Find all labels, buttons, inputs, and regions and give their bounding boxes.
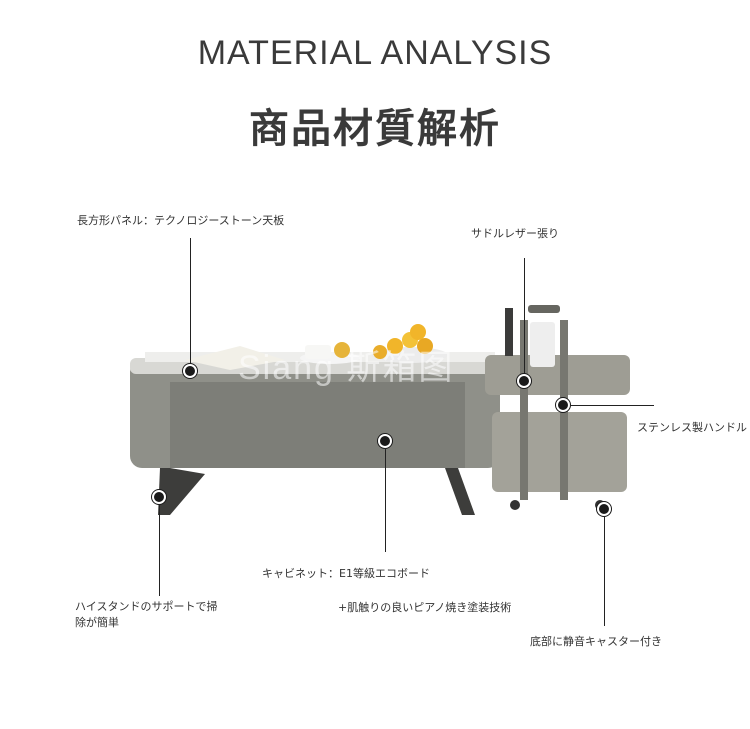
callout-top-panel-line: [190, 238, 191, 366]
right-leg: [445, 468, 475, 515]
title-english: MATERIAL ANALYSIS: [197, 34, 553, 72]
callout-saddle-leather-dot: [517, 374, 531, 388]
callout-casters-line: [604, 516, 605, 626]
callout-high-stand-dot: [152, 490, 166, 504]
callout-high-stand-line: [159, 504, 160, 596]
callout-cabinet-line: [385, 448, 386, 552]
callout-stainless-handle-dot: [556, 398, 570, 412]
watermark: Siang 斯箱图: [238, 349, 455, 387]
cart-handle: [528, 305, 560, 313]
callout-stainless-handle-label: ステンレス製ハンドル: [637, 421, 747, 434]
callout-casters-label: 底部に静音キャスター付き: [530, 635, 662, 648]
cup: [305, 345, 331, 359]
title-japanese: 商品材質解析: [249, 106, 501, 152]
callout-top-panel-dot: [183, 364, 197, 378]
cart-tray-top: [485, 355, 630, 395]
callout-high-stand-label-line2: 除が簡単: [75, 616, 119, 629]
callout-cabinet-label: キャビネット：E1等級エコボード: [262, 567, 430, 580]
callout-cabinet-dot: [378, 434, 392, 448]
callout-top-panel-label: 長方形パネル：テクノロジーストーン天板: [77, 214, 285, 227]
left-leg: [158, 468, 205, 515]
callout-piano-finish-label: +肌触りの良いピアノ焼き塗装技術: [338, 601, 512, 614]
drawer-front: [170, 382, 465, 468]
book: [185, 346, 285, 370]
callout-saddle-leather-line: [524, 258, 525, 375]
cart-tray-bottom: [492, 412, 627, 492]
callout-stainless-handle-line: [570, 405, 654, 406]
callout-casters-dot: [597, 502, 611, 516]
callout-high-stand-label-line1: ハイスタンドのサポートで掃: [75, 600, 218, 613]
callout-saddle-leather-label: サドルレザー張り: [471, 227, 559, 240]
